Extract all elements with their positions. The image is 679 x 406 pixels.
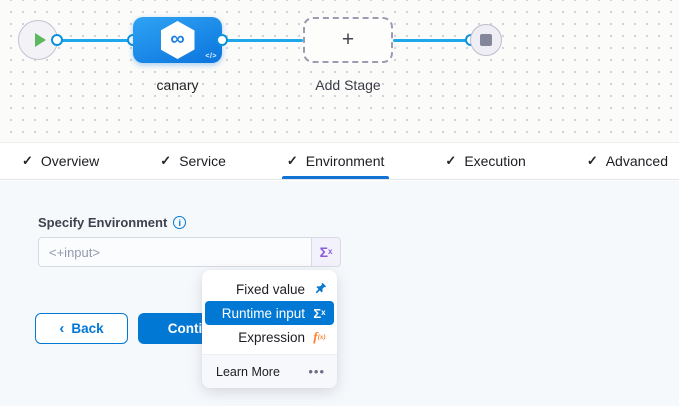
pin-icon xyxy=(312,282,327,296)
tab-label: Advanced xyxy=(605,153,668,169)
environment-panel: Specify Environment i Σx ‹ Back Continue… xyxy=(0,181,679,406)
tab-overview[interactable]: ✓ Overview xyxy=(17,143,104,179)
tab-execution[interactable]: ✓ Execution xyxy=(440,143,530,179)
pipeline-edge xyxy=(222,39,303,42)
tab-label: Overview xyxy=(40,153,100,169)
fx-icon: f(x) xyxy=(313,329,326,344)
play-icon xyxy=(34,33,46,47)
sigma-icon: Σ xyxy=(319,244,328,260)
menu-item-expression[interactable]: Expression f(x) xyxy=(238,329,326,345)
stage-tabbar: ✓ Overview ✓ Service ✓ Environment ✓ Exe… xyxy=(0,142,679,180)
tab-environment[interactable]: ✓ Environment xyxy=(281,143,390,179)
tab-service[interactable]: ✓ Service xyxy=(155,143,231,179)
connector-dot xyxy=(216,34,228,46)
specify-environment-label: Specify Environment i xyxy=(38,215,187,230)
check-icon: ✓ xyxy=(22,153,33,168)
pipeline-end-node[interactable] xyxy=(470,24,502,56)
add-stage-button[interactable]: + xyxy=(303,17,393,63)
check-icon: ✓ xyxy=(586,153,598,168)
environment-input[interactable] xyxy=(39,238,311,266)
menu-item-fixed-value[interactable]: Fixed value xyxy=(202,277,337,301)
back-button[interactable]: ‹ Back xyxy=(35,313,128,344)
pipeline-edge xyxy=(393,39,471,42)
check-icon: ✓ xyxy=(160,153,172,168)
check-icon: ✓ xyxy=(286,153,298,168)
tab-label: Environment xyxy=(305,153,385,169)
pipeline-edge xyxy=(57,39,133,42)
more-options-icon[interactable]: ••• xyxy=(308,364,325,379)
tab-advanced[interactable]: ✓ Advanced xyxy=(582,143,673,179)
learn-more-link[interactable]: Learn More xyxy=(216,364,280,379)
deployment-hexagon-icon: ∞ xyxy=(160,21,195,59)
info-icon[interactable]: i xyxy=(173,216,187,229)
infinity-icon: ∞ xyxy=(170,28,185,50)
code-icon: </> xyxy=(205,53,217,60)
environment-input-group: Σx xyxy=(38,237,341,267)
dropdown-footer: Learn More ••• xyxy=(202,354,337,388)
pipeline-canvas: ∞ </> + canary Add Stage xyxy=(0,0,679,142)
stage-node-canary[interactable]: ∞ </> xyxy=(133,17,222,63)
stage-label: canary xyxy=(156,77,199,93)
tab-label: Service xyxy=(179,153,226,169)
check-icon: ✓ xyxy=(445,153,457,168)
plus-icon: + xyxy=(341,27,355,51)
tab-label: Execution xyxy=(464,153,526,169)
connector-dot xyxy=(51,34,63,46)
stop-icon xyxy=(480,34,492,46)
chevron-left-icon: ‹ xyxy=(59,320,65,337)
add-stage-label: Add Stage xyxy=(315,77,381,93)
